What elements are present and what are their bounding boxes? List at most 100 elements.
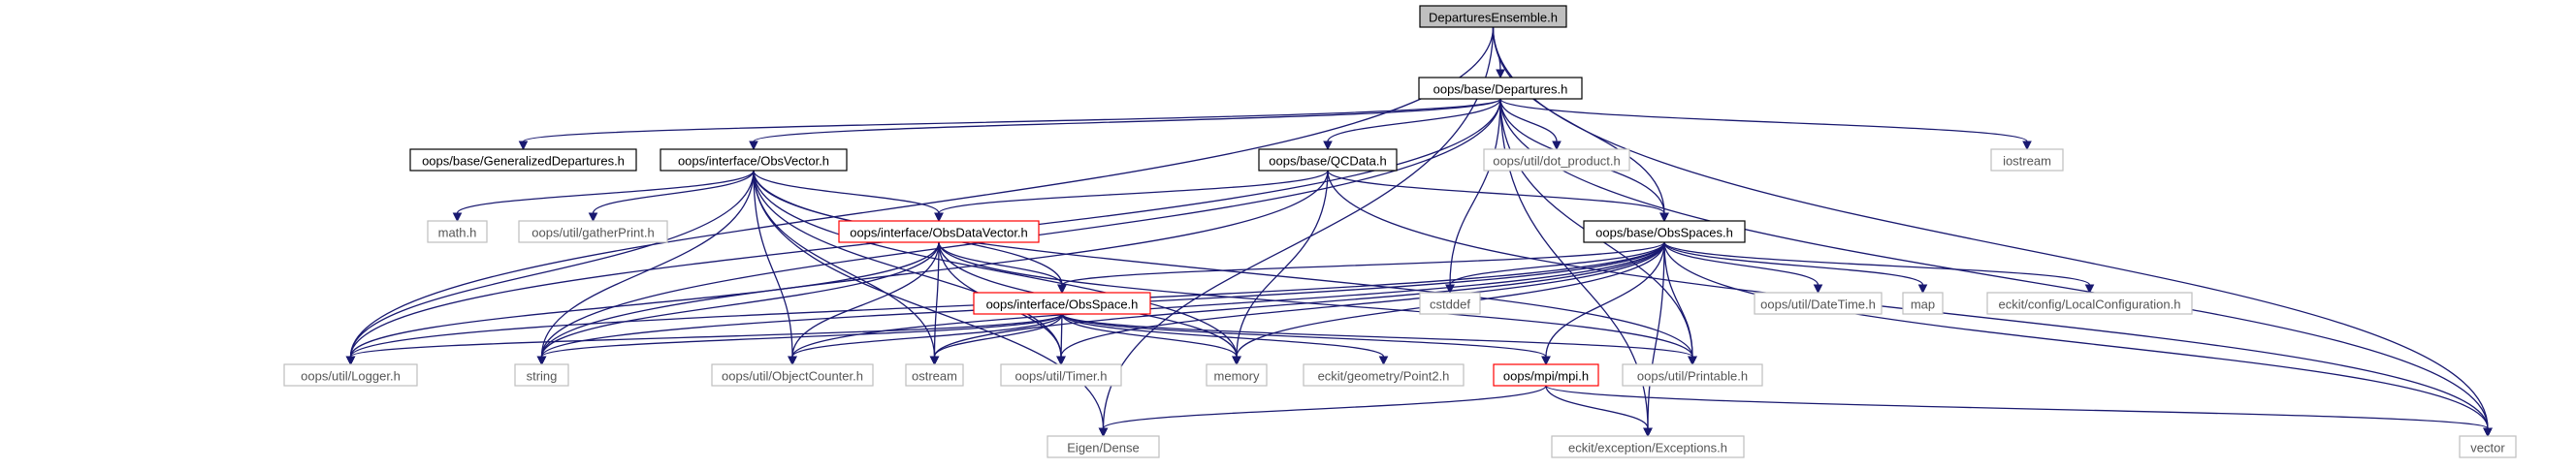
edge-obsvector-to-string [540,170,755,358]
svg-text:iostream: iostream [2003,154,2051,169]
edge-obsspace-to-logger [349,313,1063,358]
svg-text:ostream: ostream [912,369,957,384]
edge-arrowhead [1378,356,1389,366]
edge-obsdatavector-to-printable [938,241,1693,358]
edge-obsspace-to-objcounter [791,313,1063,358]
edge-arrowhead [788,356,797,366]
svg-text:math.h: math.h [438,226,477,240]
svg-text:oops/mpi/mpi.h: oops/mpi/mpi.h [1503,369,1589,384]
node-departures-ensemble-h: DeparturesEnsemble.h [1419,5,1567,28]
edge-obsspaces-to-exceptions [1647,241,1665,429]
edge-arrowhead [1813,284,1823,295]
svg-text:string: string [527,369,558,384]
svg-text:oops/util/gatherPrint.h: oops/util/gatherPrint.h [531,226,654,240]
edge-dep-to-qcdata [1327,98,1501,142]
edge-obsspaces-to-ostream [933,241,1665,358]
node-cstddef: cstddef [1419,292,1481,315]
edge-dep-to-obsvector [753,98,1501,142]
edge-arrowhead [2084,284,2095,295]
edge-arrowhead [1659,212,1669,223]
edge-arrowhead [929,356,940,366]
edge-obsspaces-to-obsspace [1061,241,1665,286]
edge-obsvector-to-logger [349,170,755,358]
edge-arrowhead [1688,356,1697,366]
edge-arrowhead [1541,356,1551,366]
edge-obsvector-to-memory [753,170,1238,358]
node-oops-util-datetime-h: oops/util/DateTime.h [1754,292,1883,315]
svg-text:oops/base/Departures.h: oops/base/Departures.h [1433,82,1568,97]
edge-obsspaces-to-localconf [1663,241,2091,286]
edge-qcdata-to-obsspaces [1327,170,1665,214]
edge-arrowhead [345,356,356,366]
edge-obsdatavector-to-string [540,241,940,358]
edge-obsdatavector-to-objcounter [791,241,940,358]
node-oops-base-departures-h[interactable]: oops/base/Departures.h [1418,77,1583,100]
node-oops-base-generalizeddepartures-h[interactable]: oops/base/GeneralizedDepartures.h [409,148,637,172]
edge-arrowhead [2022,141,2032,151]
svg-text:vector: vector [2470,441,2505,455]
svg-text:Eigen/Dense: Eigen/Dense [1067,441,1139,455]
node-oops-interface-obsspace-h[interactable]: oops/interface/ObsSpace.h [973,292,1151,315]
svg-text:oops/util/dot_product.h: oops/util/dot_product.h [1493,154,1621,169]
svg-text:eckit/config/LocalConfiguratio: eckit/config/LocalConfiguration.h [1999,298,2181,312]
node-ostream: ostream [905,363,964,387]
svg-text:oops/util/Logger.h: oops/util/Logger.h [301,369,401,384]
edge-qcdata-to-memory [1236,170,1329,358]
edge-mpi-to-eigen [1102,385,1547,429]
svg-text:oops/util/ObjectCounter.h: oops/util/ObjectCounter.h [722,369,863,384]
edge-obsspace-to-mpi [1061,313,1547,358]
svg-text:DeparturesEnsemble.h: DeparturesEnsemble.h [1429,11,1558,25]
edge-root-to-obsspaces [1492,26,1665,214]
svg-text:oops/interface/ObsVector.h: oops/interface/ObsVector.h [678,154,829,169]
node-iostream: iostream [1990,148,2064,172]
edge-obsspace-to-point2 [1061,313,1385,358]
node-eckit-geometry-point2-h: eckit/geometry/Point2.h [1303,363,1465,387]
edge-arrowhead [1643,427,1653,438]
edge-mpi-to-exceptions [1545,385,1649,429]
edge-obsspace-to-printable [1061,313,1693,358]
edge-qcdata-to-obsdatavector [938,170,1329,214]
node-map: map [1902,292,1944,315]
node-oops-interface-obsdatavector-h[interactable]: oops/interface/ObsDataVector.h [838,220,1040,243]
edge-arrowhead [1496,69,1505,79]
edge-arrowhead [1232,356,1241,366]
edge-obsspace-to-memory [1061,313,1238,358]
edge-obsvector-to-objcounter [753,170,793,358]
edge-arrowhead [588,212,598,223]
node-math-h: math.h [427,220,488,243]
edge-arrowhead [2483,427,2493,438]
edge-obsspaces-to-datetime [1663,241,1819,286]
edge-arrowhead [452,212,463,223]
svg-text:cstddef: cstddef [1430,298,1470,312]
edge-obsspaces-to-vector [1663,241,2489,429]
edge-arrowhead [934,212,944,223]
svg-text:oops/interface/ObsSpace.h: oops/interface/ObsSpace.h [986,298,1139,312]
node-oops-base-qcdata-h[interactable]: oops/base/QCData.h [1258,148,1398,172]
edge-arrowhead [1056,356,1066,366]
node-oops-interface-obsvector-h[interactable]: oops/interface/ObsVector.h [660,148,848,172]
node-oops-base-obsspaces-h[interactable]: oops/base/ObsSpaces.h [1583,220,1746,243]
node-vector: vector [2459,435,2517,458]
edge-obsdatavector-to-logger [349,241,940,358]
edge-obsspace-to-ostream [933,313,1063,358]
edge-dep-to-gendep [522,98,1501,142]
svg-text:eckit/exception/Exceptions.h: eckit/exception/Exceptions.h [1568,441,1727,455]
edge-arrowhead [749,141,758,151]
edge-obsspaces-to-mpi [1545,241,1665,358]
edge-obsspaces-to-map [1663,241,1924,286]
edge-dep-to-cstddef [1449,98,1501,286]
edge-obsvector-to-gather [592,170,755,214]
svg-text:oops/util/Timer.h: oops/util/Timer.h [1015,369,1108,384]
node-oops-mpi-mpi-h[interactable]: oops/mpi/mpi.h [1493,363,1599,387]
edge-arrowhead [536,356,547,366]
svg-text:oops/base/ObsSpaces.h: oops/base/ObsSpaces.h [1595,226,1733,240]
svg-text:oops/interface/ObsDataVector.h: oops/interface/ObsDataVector.h [850,226,1028,240]
svg-text:memory: memory [1214,369,1260,384]
svg-text:eckit/geometry/Point2.h: eckit/geometry/Point2.h [1318,369,1450,384]
edge-obsvector-to-obsdatavector [753,170,940,214]
edge-dep-to-iostream [1499,98,2028,142]
node-oops-util-printable-h: oops/util/Printable.h [1622,363,1763,387]
svg-text:oops/base/GeneralizedDeparture: oops/base/GeneralizedDepartures.h [422,154,625,169]
svg-text:map: map [1911,298,1935,312]
node-oops-util-logger-h: oops/util/Logger.h [283,363,418,387]
